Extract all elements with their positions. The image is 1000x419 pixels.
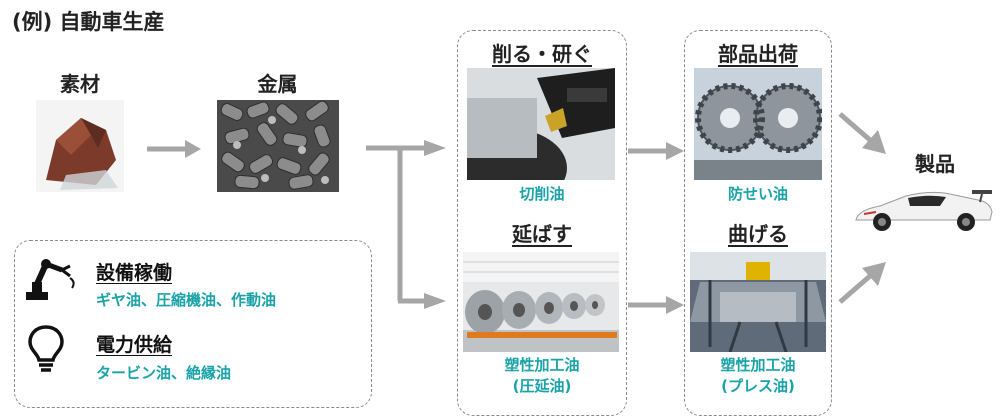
page-title: (例) 自動車生産	[12, 10, 165, 34]
node-label-product: 製品	[915, 152, 955, 176]
node-label-metal: 金属	[257, 72, 298, 96]
oil-label-rolling-line1: 塑性加工油	[504, 356, 580, 374]
node-label-bending: 曲げる	[728, 222, 788, 246]
oil-label-press-line2: (プレス油)	[721, 377, 795, 395]
gears-image	[694, 68, 822, 180]
arrow-rolling-to-bending	[628, 296, 684, 314]
node-label-cutting: 削る・研ぐ	[492, 42, 592, 66]
arrow-raw-to-metal	[147, 140, 201, 158]
sports-car-image	[850, 186, 995, 234]
process-column-2	[684, 30, 832, 416]
light-bulb-icon	[26, 324, 66, 376]
legend-equipment-title: 設備稼働	[96, 262, 173, 284]
oil-label-rolling: 塑性加工油 (圧延油)	[457, 355, 627, 397]
legend-power-title: 電力供給	[96, 334, 173, 356]
process-column-1	[457, 30, 627, 416]
oil-label-antirust: 防せい油	[727, 185, 788, 203]
node-label-raw: 素材	[60, 72, 100, 96]
node-label-parts: 部品出荷	[718, 42, 798, 66]
metal-rods-image	[217, 100, 339, 192]
rolling-coils-image	[463, 252, 619, 352]
cutting-image	[467, 68, 615, 180]
oil-label-press-line1: 塑性加工油	[720, 356, 796, 374]
oil-label-cutting: 切削油	[519, 185, 565, 203]
arrow-metal-branch	[366, 140, 446, 309]
press-line-image	[690, 252, 826, 352]
arrow-bending-to-product	[838, 262, 886, 304]
utility-legend-box	[14, 240, 372, 408]
oil-label-rolling-line2: (圧延油)	[512, 377, 572, 395]
oil-label-press: 塑性加工油 (プレス油)	[684, 355, 832, 397]
arrow-parts-to-product	[838, 112, 886, 154]
robot-arm-icon	[24, 254, 80, 302]
raw-material-image	[36, 100, 124, 192]
legend-power-oils: タービン油、絶縁油	[96, 364, 232, 382]
legend-equipment-oils: ギヤ油、圧縮機油、作動油	[96, 291, 277, 309]
node-label-rolling: 延ばす	[512, 222, 572, 246]
arrow-cutting-to-parts	[628, 142, 684, 160]
